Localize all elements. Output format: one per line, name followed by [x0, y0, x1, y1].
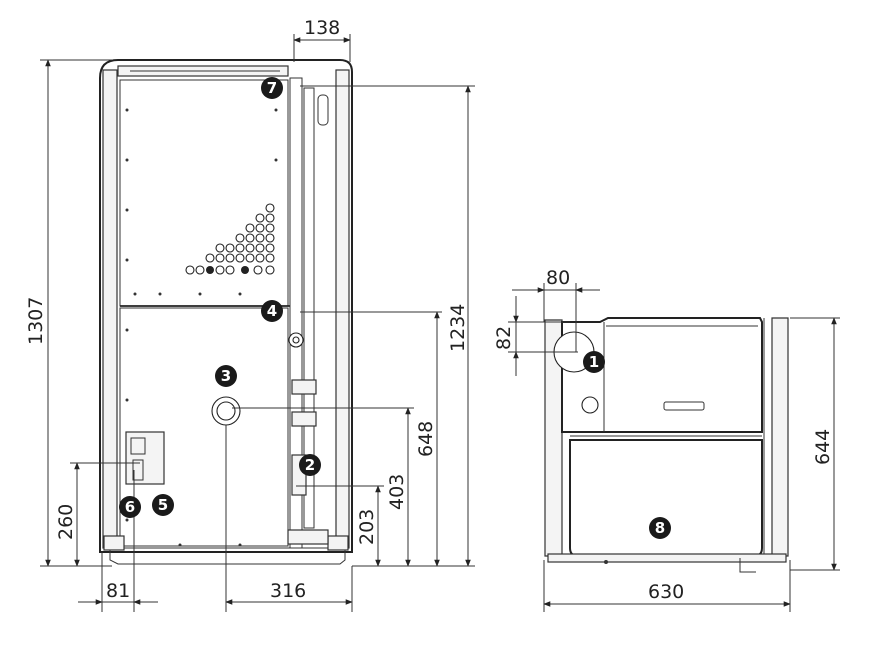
- right-frame-rail: [335, 69, 350, 549]
- callout-4: 4: [261, 300, 283, 322]
- dim-1234: 1234: [447, 304, 469, 352]
- door-handle: [663, 401, 705, 411]
- foot-left: [103, 535, 125, 551]
- side-base: [547, 553, 787, 563]
- foot-right: [327, 535, 349, 551]
- dim-630: 630: [648, 581, 684, 603]
- callout-3: 3: [215, 365, 237, 387]
- side-upper-housing: [561, 317, 763, 433]
- dim-80: 80: [546, 267, 570, 289]
- dim-644: 644: [812, 429, 834, 465]
- dim-1307: 1307: [25, 297, 47, 345]
- callout-1: 1: [583, 351, 605, 373]
- side-view: [544, 317, 789, 573]
- callout-7: 7: [261, 77, 283, 99]
- svg-text:7: 7: [267, 79, 277, 97]
- dim-203: 203: [356, 509, 378, 545]
- svg-text:3: 3: [221, 367, 231, 385]
- dim-316: 316: [270, 580, 306, 602]
- rear-view: [99, 59, 353, 565]
- rear-dimensions: 138 1307 1234 648 403 203 260 81: [25, 17, 475, 612]
- lower-rear-panel: [119, 307, 289, 547]
- svg-text:5: 5: [158, 496, 168, 514]
- svg-text:1: 1: [589, 353, 599, 371]
- callout-5: 5: [152, 494, 174, 516]
- pipe-column: [287, 77, 329, 549]
- panel-screws: [125, 108, 278, 547]
- svg-text:8: 8: [655, 519, 665, 537]
- side-right-post: [771, 317, 789, 557]
- callout-2: 2: [299, 454, 321, 476]
- svg-text:2: 2: [305, 456, 315, 474]
- callout-6: 6: [119, 496, 141, 518]
- callout-8: 8: [649, 517, 671, 539]
- svg-text:4: 4: [267, 302, 277, 320]
- ventilation-holes: [185, 203, 275, 275]
- dim-138: 138: [304, 17, 340, 39]
- callouts: 7 4 3 2 6 5 1 8: [119, 77, 671, 539]
- dim-82: 82: [493, 326, 515, 350]
- side-lower-tank: [569, 439, 763, 557]
- dim-81: 81: [106, 580, 130, 602]
- left-frame-rail: [102, 69, 118, 549]
- side-knob: [581, 396, 599, 414]
- side-dimensions: 80 82 644 630: [493, 267, 840, 612]
- dim-260: 260: [55, 504, 77, 540]
- svg-text:6: 6: [125, 498, 135, 516]
- dim-403: 403: [386, 474, 408, 510]
- dim-648: 648: [415, 421, 437, 457]
